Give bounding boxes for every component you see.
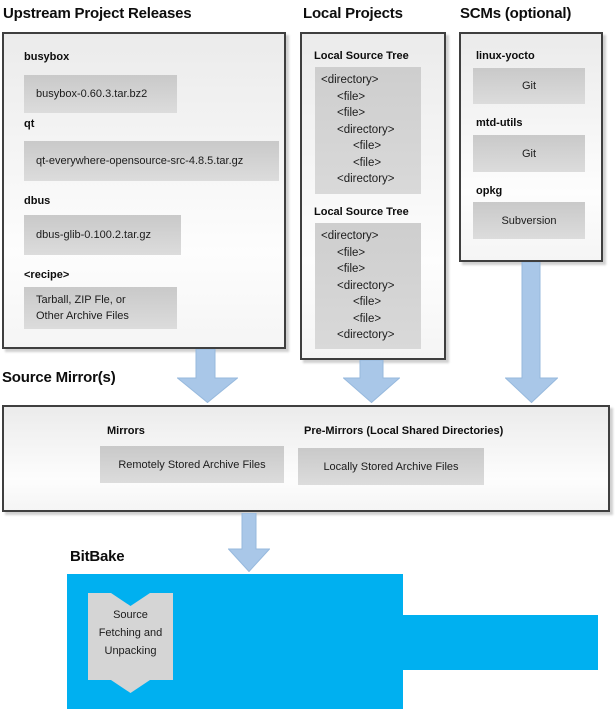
bitbake-output-bar xyxy=(403,615,598,670)
local-projects-box: Local Source Tree <directory> <file> <fi… xyxy=(300,32,446,360)
down-arrow-icon xyxy=(505,262,558,403)
down-arrow-icon xyxy=(177,349,238,403)
scm-type: Git xyxy=(521,80,537,92)
source-tree-listing: <directory> <file> <file> <directory> <f… xyxy=(315,67,421,194)
mirror-store: Remotely Stored Archive Files xyxy=(118,458,266,471)
scm-type: Subversion xyxy=(501,214,557,227)
bitbake-title: BitBake xyxy=(70,548,125,565)
tarball-box: Tarball, ZIP Fle, or Other Archive Files xyxy=(24,287,177,329)
source-tree-listing: <directory> <file> <file> <directory> <f… xyxy=(315,223,421,349)
tarball-box: qt-everywhere-opensource-src-4.8.5.tar.g… xyxy=(24,141,279,181)
source-mirrors-box: Mirrors Remotely Stored Archive Files Pr… xyxy=(2,405,610,512)
scm-type: Git xyxy=(521,147,537,160)
tarball-name: dbus-glib-0.100.2.tar.gz xyxy=(36,229,151,241)
package-label: qt xyxy=(24,118,35,130)
tarball-box: dbus-glib-0.100.2.tar.gz xyxy=(24,215,181,255)
package-label: busybox xyxy=(24,51,70,63)
tarball-name: Tarball, ZIP Fle, or Other Archive Files xyxy=(36,294,129,322)
package-label: <recipe> xyxy=(24,269,70,281)
scm-type-box: Subversion xyxy=(473,202,585,239)
local-projects-title: Local Projects xyxy=(303,5,403,22)
down-arrow-icon xyxy=(343,360,400,403)
mirror-store-box: Locally Stored Archive Files xyxy=(298,448,484,485)
upstream-releases-title: Upstream Project Releases xyxy=(3,5,192,22)
scms-box: linux-yocto Git mtd-utils Git opkg Subve… xyxy=(459,32,603,262)
mirror-store: Locally Stored Archive Files xyxy=(323,460,459,473)
source-tree-label: Local Source Tree xyxy=(314,50,409,62)
scm-type-box: Git xyxy=(473,135,585,172)
package-label: dbus xyxy=(24,195,51,207)
upstream-releases-box: busybox busybox-0.60.3.tar.bz2 qt qt-eve… xyxy=(2,32,286,349)
source-tree-label: Local Source Tree xyxy=(314,206,409,218)
repo-label: mtd-utils xyxy=(476,117,523,129)
fetch-unpack-step: Source Fetching and Unpacking xyxy=(98,609,163,657)
mirror-store-box: Remotely Stored Archive Files xyxy=(100,446,284,483)
pre-mirrors-label: Pre-Mirrors (Local Shared Directories) xyxy=(304,425,504,437)
tarball-name: busybox-0.60.3.tar.bz2 xyxy=(36,88,148,100)
repo-label: opkg xyxy=(476,185,503,197)
ribbon-shape-icon xyxy=(88,593,173,693)
tarball-name: qt-everywhere-opensource-src-4.8.5.tar.g… xyxy=(36,155,244,167)
mirrors-label: Mirrors xyxy=(107,425,145,437)
down-arrow-icon xyxy=(228,513,270,572)
tarball-box: busybox-0.60.3.tar.bz2 xyxy=(24,75,177,113)
repo-label: linux-yocto xyxy=(476,50,535,62)
source-mirrors-title: Source Mirror(s) xyxy=(2,369,116,386)
scm-type-box: Git xyxy=(473,68,585,104)
scms-title: SCMs (optional) xyxy=(460,5,572,22)
